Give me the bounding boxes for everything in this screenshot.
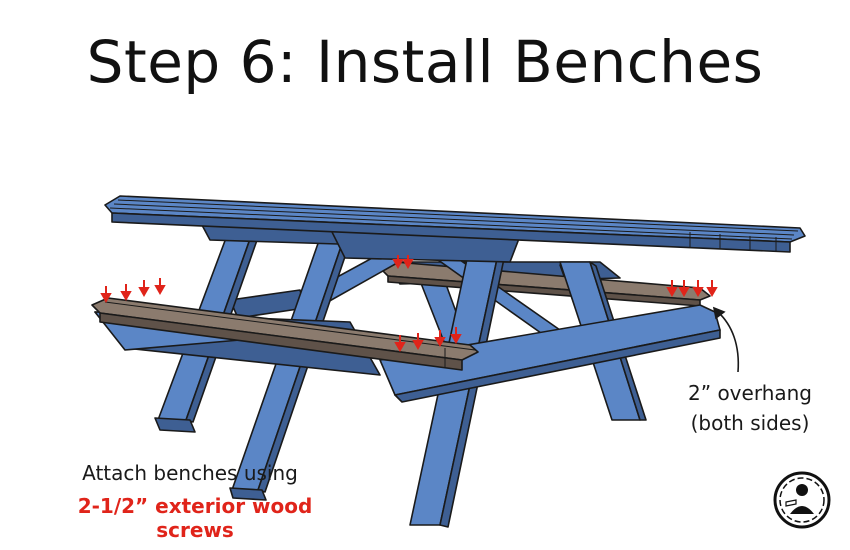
down-arrow-icon <box>154 278 166 296</box>
front-bench <box>91 297 479 371</box>
attach-note: Attach benches using <box>82 461 298 485</box>
down-arrow-icon <box>394 335 406 353</box>
down-arrow-icon <box>692 280 704 298</box>
page-title: Step 6: Install Benches <box>86 28 764 96</box>
overhang-pointer-arrow <box>712 306 740 373</box>
overhang-note: 2” overhang (both sides) <box>675 378 825 438</box>
front-left-foot <box>154 417 196 433</box>
down-arrow-icon <box>138 280 150 298</box>
front-left-foot-2 <box>229 487 267 501</box>
down-arrow-icon <box>450 327 462 345</box>
down-arrow-icon <box>392 255 404 270</box>
down-arrow-icon <box>678 280 690 298</box>
overhang-line-2: (both sides) <box>690 411 810 435</box>
down-arrow-icon <box>706 280 718 298</box>
woodworker-logo-icon <box>773 471 831 529</box>
table-top <box>104 195 806 253</box>
down-arrow-icon <box>402 255 414 270</box>
overhang-line-1: 2” overhang <box>688 381 812 405</box>
down-arrow-icon <box>412 333 424 351</box>
screw-arrows <box>100 255 718 353</box>
screws-note: 2-1/2” exterior wood screws <box>77 494 313 542</box>
down-arrow-icon <box>120 284 132 302</box>
down-arrow-icon <box>100 286 112 304</box>
down-arrow-icon <box>434 330 446 348</box>
down-arrow-icon <box>666 280 678 298</box>
